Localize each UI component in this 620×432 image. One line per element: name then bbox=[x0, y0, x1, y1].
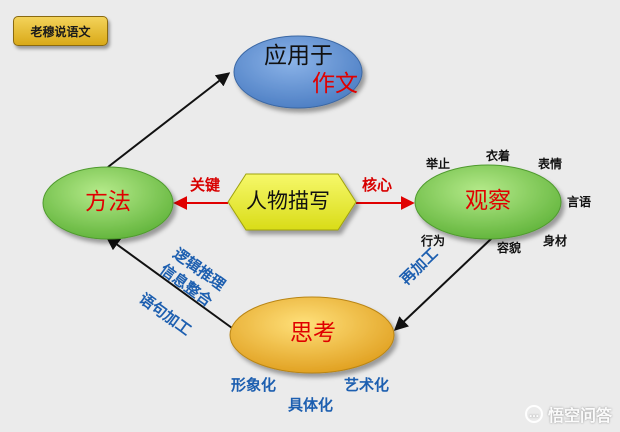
outcome-label: 艺术化 bbox=[344, 376, 390, 394]
link-label-core: 核心 bbox=[362, 176, 393, 194]
aspect-label: 身材 bbox=[543, 234, 568, 248]
title-badge: 老穆说语文 bbox=[13, 16, 108, 46]
apply-node-label: 应用于 bbox=[264, 43, 333, 69]
apply-node bbox=[233, 35, 363, 109]
link-label-key: 关键 bbox=[190, 176, 221, 194]
arrow-method-to-apply bbox=[107, 72, 231, 168]
center-node bbox=[227, 173, 357, 231]
outcome-label: 具体化 bbox=[288, 396, 334, 414]
watermark: … 悟空问答 bbox=[524, 402, 612, 426]
aspect-label: 举止 bbox=[426, 157, 451, 171]
aspect-label: 容貌 bbox=[497, 241, 522, 255]
aspect-label: 表情 bbox=[538, 157, 563, 171]
aspect-label: 行为 bbox=[421, 234, 446, 248]
think-node bbox=[229, 296, 395, 374]
think-node-label: 思考 bbox=[290, 320, 336, 346]
observe-node bbox=[414, 164, 562, 240]
center-node-label: 人物描写 bbox=[246, 189, 330, 213]
arrow-observe-to-think bbox=[393, 237, 493, 331]
aspect-label: 衣着 bbox=[486, 149, 511, 163]
speech-bubble-icon: … bbox=[524, 405, 543, 423]
observe-node-label: 观察 bbox=[465, 188, 511, 214]
title-badge-text: 老穆说语文 bbox=[30, 24, 91, 39]
outcome-label: 形象化 bbox=[231, 376, 277, 394]
apply-node-sublabel: 作文 bbox=[312, 71, 358, 97]
arrow-think-to-method bbox=[105, 236, 233, 329]
method-node bbox=[42, 166, 174, 240]
aspect-label: 言语 bbox=[567, 195, 592, 209]
watermark-text: 悟空问答 bbox=[547, 406, 612, 425]
method-node-label: 方法 bbox=[85, 189, 131, 215]
